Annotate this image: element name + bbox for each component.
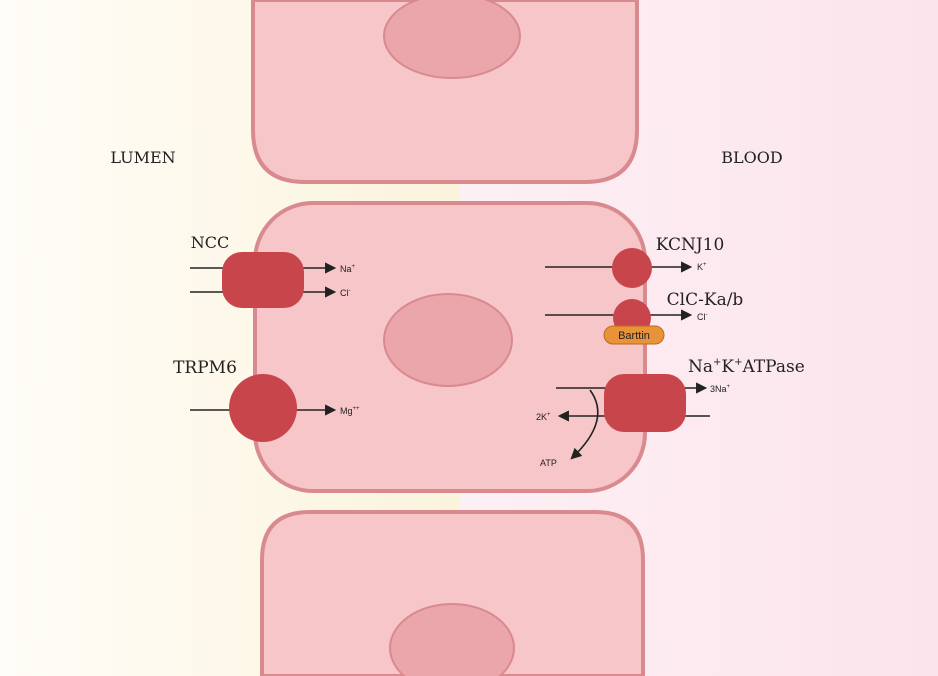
ncc-label: NCC bbox=[191, 233, 229, 252]
blood-label: BLOOD bbox=[721, 148, 782, 167]
bottom-cell bbox=[262, 512, 643, 676]
clc-ka-b-label: ClC-Ka/b bbox=[667, 290, 744, 310]
top-cell-nucleus bbox=[384, 0, 520, 78]
kcnj10-channel bbox=[612, 248, 652, 288]
na-k-atpase-pump bbox=[604, 374, 686, 432]
kcnj10-label: KCNJ10 bbox=[656, 235, 725, 255]
na-k-atpase-label: Na+K+ATPase bbox=[688, 357, 805, 377]
trpm6-label: TRPM6 bbox=[173, 358, 237, 378]
barttin-label: Barttin bbox=[618, 330, 650, 342]
main-cell bbox=[255, 203, 645, 491]
main-cell-nucleus bbox=[384, 294, 512, 386]
trpm6-channel bbox=[229, 374, 297, 442]
lumen-label: LUMEN bbox=[110, 148, 175, 167]
atp-label: ATP bbox=[540, 458, 557, 468]
ncc-transporter bbox=[222, 252, 304, 308]
top-cell bbox=[253, 0, 637, 182]
